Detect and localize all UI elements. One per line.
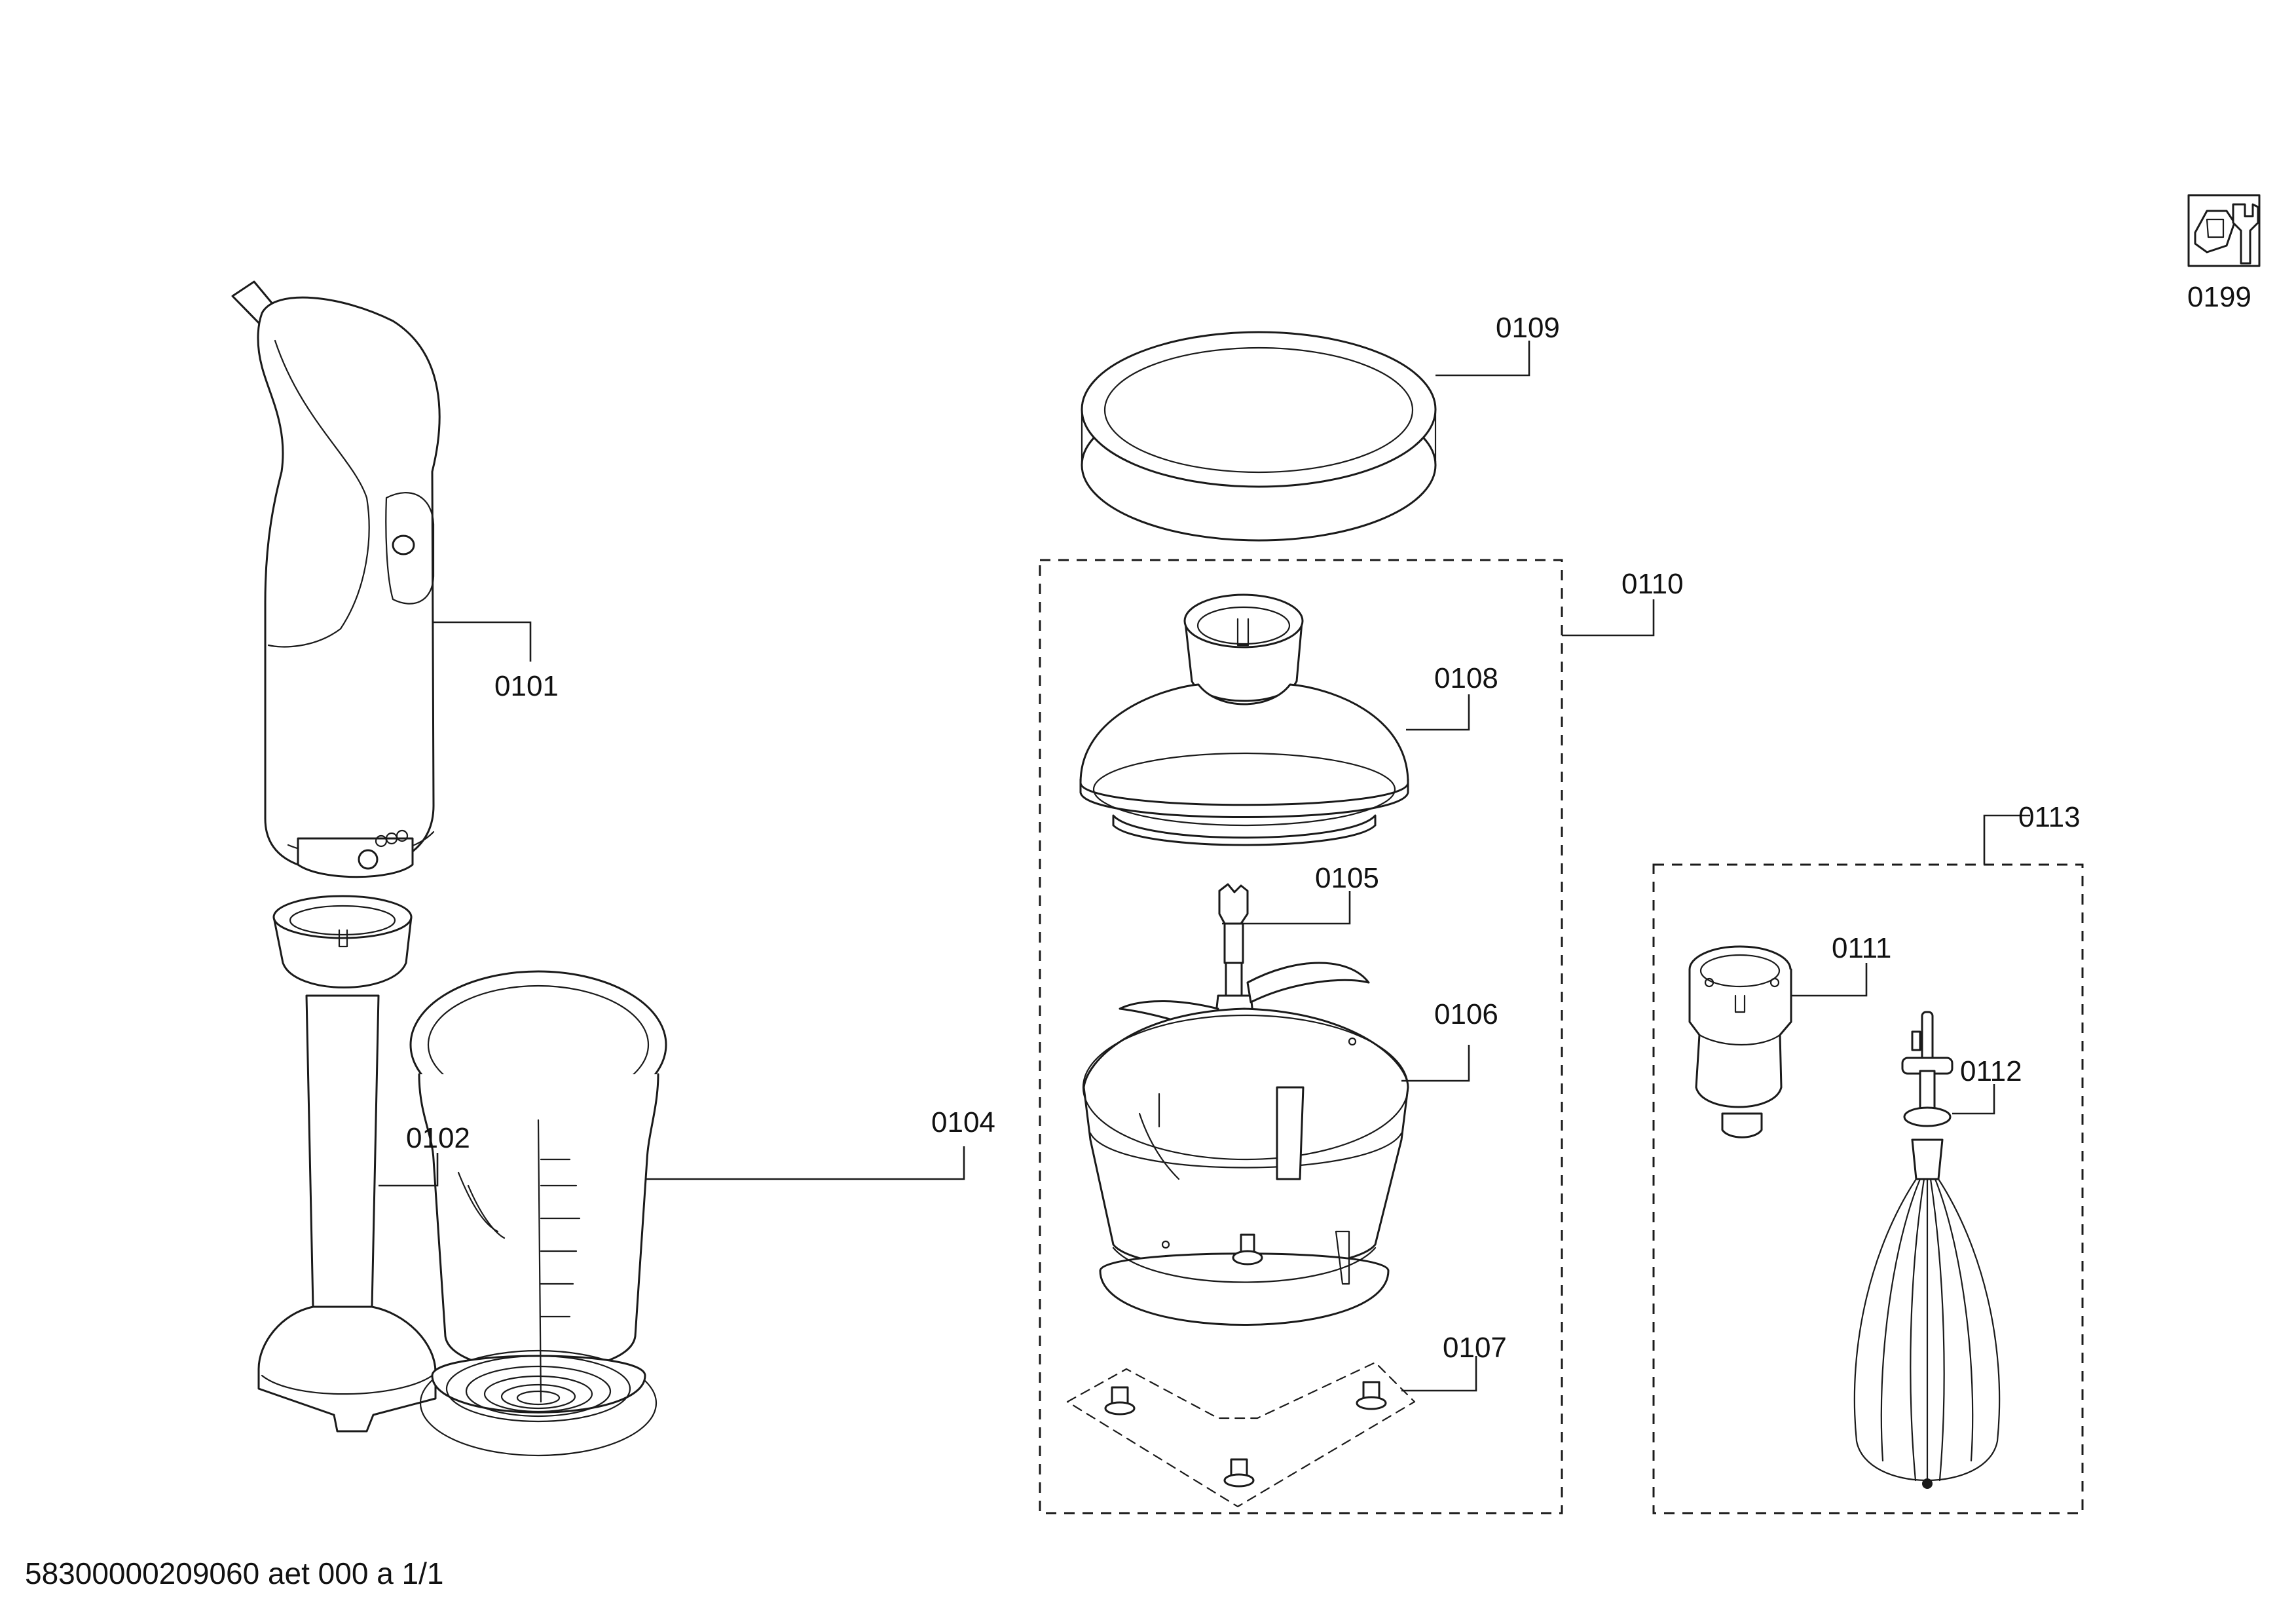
rubber-foot bbox=[1356, 1381, 1387, 1410]
part-label-0113: 0113 bbox=[2018, 801, 2081, 833]
whisk-part bbox=[1853, 1011, 2001, 1489]
part-label-0109: 0109 bbox=[1496, 312, 1560, 344]
part-label-0112: 0112 bbox=[1960, 1055, 2022, 1087]
part-label-0106: 0106 bbox=[1434, 998, 1498, 1030]
part-label-0104: 0104 bbox=[931, 1106, 995, 1138]
part-label-0110: 0110 bbox=[1621, 568, 1684, 600]
part-label-0199: 0199 bbox=[2187, 281, 2251, 313]
chopper-set-box bbox=[1039, 559, 1563, 1514]
chopper-blade-part bbox=[1119, 883, 1370, 1036]
measuring-beaker-part bbox=[409, 970, 667, 1457]
nut-wrench-icon bbox=[2187, 194, 2261, 267]
chopper-bowl-part bbox=[1082, 1007, 1409, 1326]
part-label-0107: 0107 bbox=[1443, 1332, 1507, 1364]
part-label-0101: 0101 bbox=[494, 670, 559, 702]
part-label-0111: 0111 bbox=[1832, 932, 1891, 964]
rubber-foot bbox=[1223, 1458, 1255, 1488]
whisk-gearbox-part bbox=[1688, 945, 1792, 1138]
sealing-ring-part bbox=[1081, 331, 1437, 542]
blender-shaft-part bbox=[257, 895, 437, 1433]
motor-handle-part bbox=[231, 280, 441, 878]
bowl-feet-part bbox=[1066, 1361, 1416, 1508]
part-label-0108: 0108 bbox=[1434, 662, 1498, 694]
part-label-0105: 0105 bbox=[1315, 862, 1379, 894]
rubber-foot bbox=[1104, 1386, 1136, 1416]
whisk-set-box bbox=[1652, 863, 2084, 1514]
part-label-0102: 0102 bbox=[406, 1122, 470, 1154]
document-code: 58300000209060 aet 000 a 1/1 bbox=[25, 1556, 444, 1590]
leader-lines bbox=[379, 341, 2030, 1392]
chopper-lid-part bbox=[1079, 593, 1409, 846]
